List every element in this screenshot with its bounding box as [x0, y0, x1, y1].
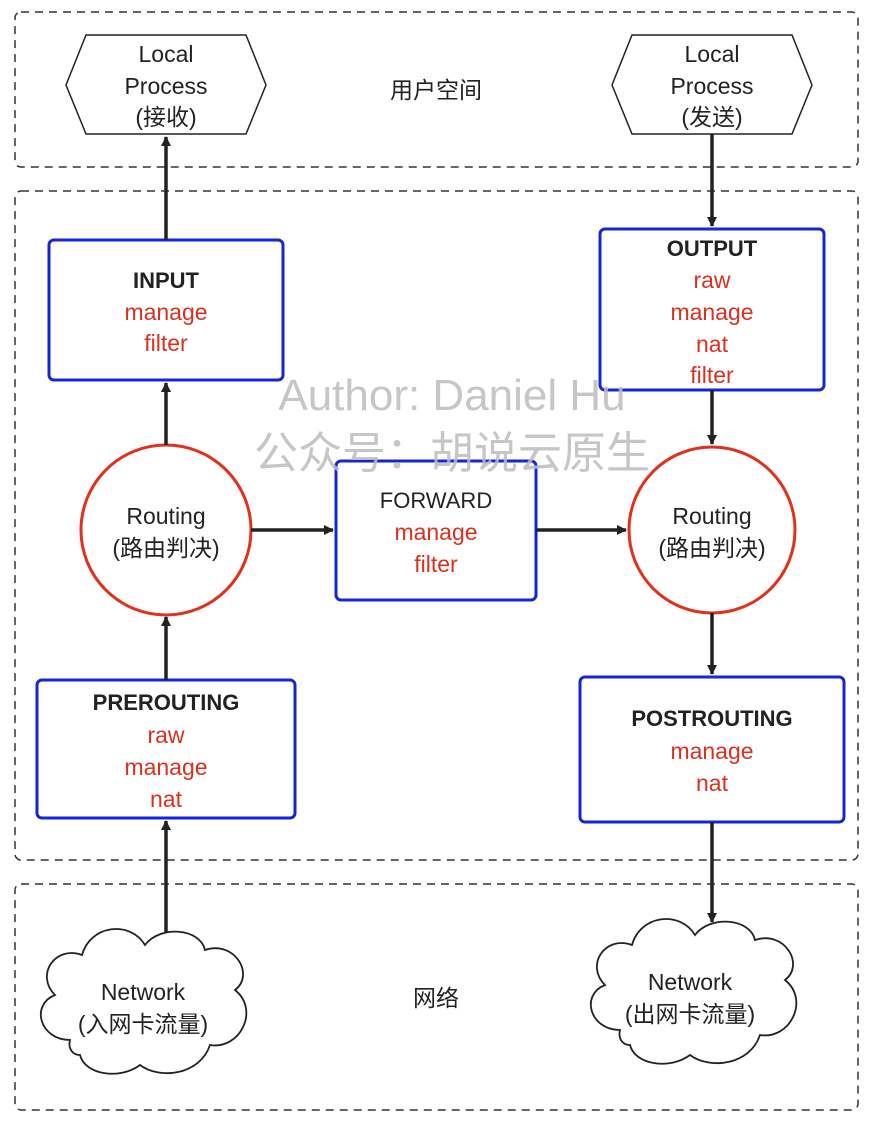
- forward-chain-title: FORWARD: [380, 488, 492, 513]
- postrouting-chain-title: POSTROUTING: [631, 706, 792, 731]
- prerouting-table: raw: [147, 722, 184, 748]
- network-zone-label: 网络: [413, 985, 459, 1011]
- output-table: filter: [690, 362, 734, 388]
- local-process-receive-line2: Process: [124, 73, 207, 99]
- output-table: manage: [670, 299, 753, 325]
- input-chain-title: INPUT: [133, 268, 200, 293]
- routing-decision-right: Routing (路由判决): [627, 445, 797, 615]
- local-process-send-line1: Local: [685, 41, 740, 67]
- forward-table: manage: [394, 519, 477, 545]
- local-process-send: Local Process (发送): [611, 34, 813, 135]
- local-process-send-line3: (发送): [681, 104, 742, 130]
- postrouting-table: manage: [670, 738, 753, 764]
- output-table: nat: [696, 331, 729, 357]
- network-in-cloud: Network (入网卡流量): [39, 928, 248, 1075]
- local-process-receive: Local Process (接收): [65, 34, 267, 135]
- watermark-account: 公众号：胡说云原生: [254, 429, 650, 478]
- network-in-line2: (入网卡流量): [78, 1011, 208, 1037]
- network-out-line2: (出网卡流量): [625, 1001, 755, 1027]
- routing-right-line2: (路由判决): [658, 535, 765, 561]
- local-process-send-line2: Process: [670, 73, 753, 99]
- output-chain-title: OUTPUT: [667, 236, 758, 261]
- network-in-line1: Network: [101, 979, 186, 1005]
- input-table: filter: [144, 330, 188, 356]
- postrouting-table: nat: [696, 770, 729, 796]
- routing-left-line1: Routing: [126, 503, 205, 529]
- watermark-author: Author: Daniel Hu: [278, 371, 625, 420]
- user-space-zone: [14, 11, 859, 168]
- kernel-zone: [14, 190, 859, 861]
- routing-decision-left: Routing (路由判决): [79, 443, 253, 617]
- prerouting-table: nat: [150, 786, 183, 812]
- network-out-line1: Network: [648, 969, 733, 995]
- local-process-receive-line3: (接收): [135, 104, 196, 130]
- prerouting-table: manage: [124, 754, 207, 780]
- local-process-receive-line1: Local: [139, 41, 194, 67]
- input-table: manage: [124, 299, 207, 325]
- input-chain-box: INPUT manage filter: [47, 238, 285, 382]
- output-chain-box: OUTPUT raw manage nat filter: [598, 227, 826, 392]
- routing-right-line1: Routing: [672, 503, 751, 529]
- output-table: raw: [693, 267, 730, 293]
- forward-chain-box: FORWARD manage filter: [334, 459, 538, 602]
- prerouting-chain-box: PREROUTING raw manage nat: [35, 678, 297, 820]
- postrouting-chain-box: POSTROUTING manage nat: [578, 675, 846, 824]
- user-space-label: 用户空间: [390, 77, 482, 103]
- prerouting-chain-title: PREROUTING: [93, 690, 240, 715]
- network-out-cloud: Network (出网卡流量): [589, 918, 798, 1065]
- routing-left-line2: (路由判决): [112, 535, 219, 561]
- forward-table: filter: [414, 551, 458, 577]
